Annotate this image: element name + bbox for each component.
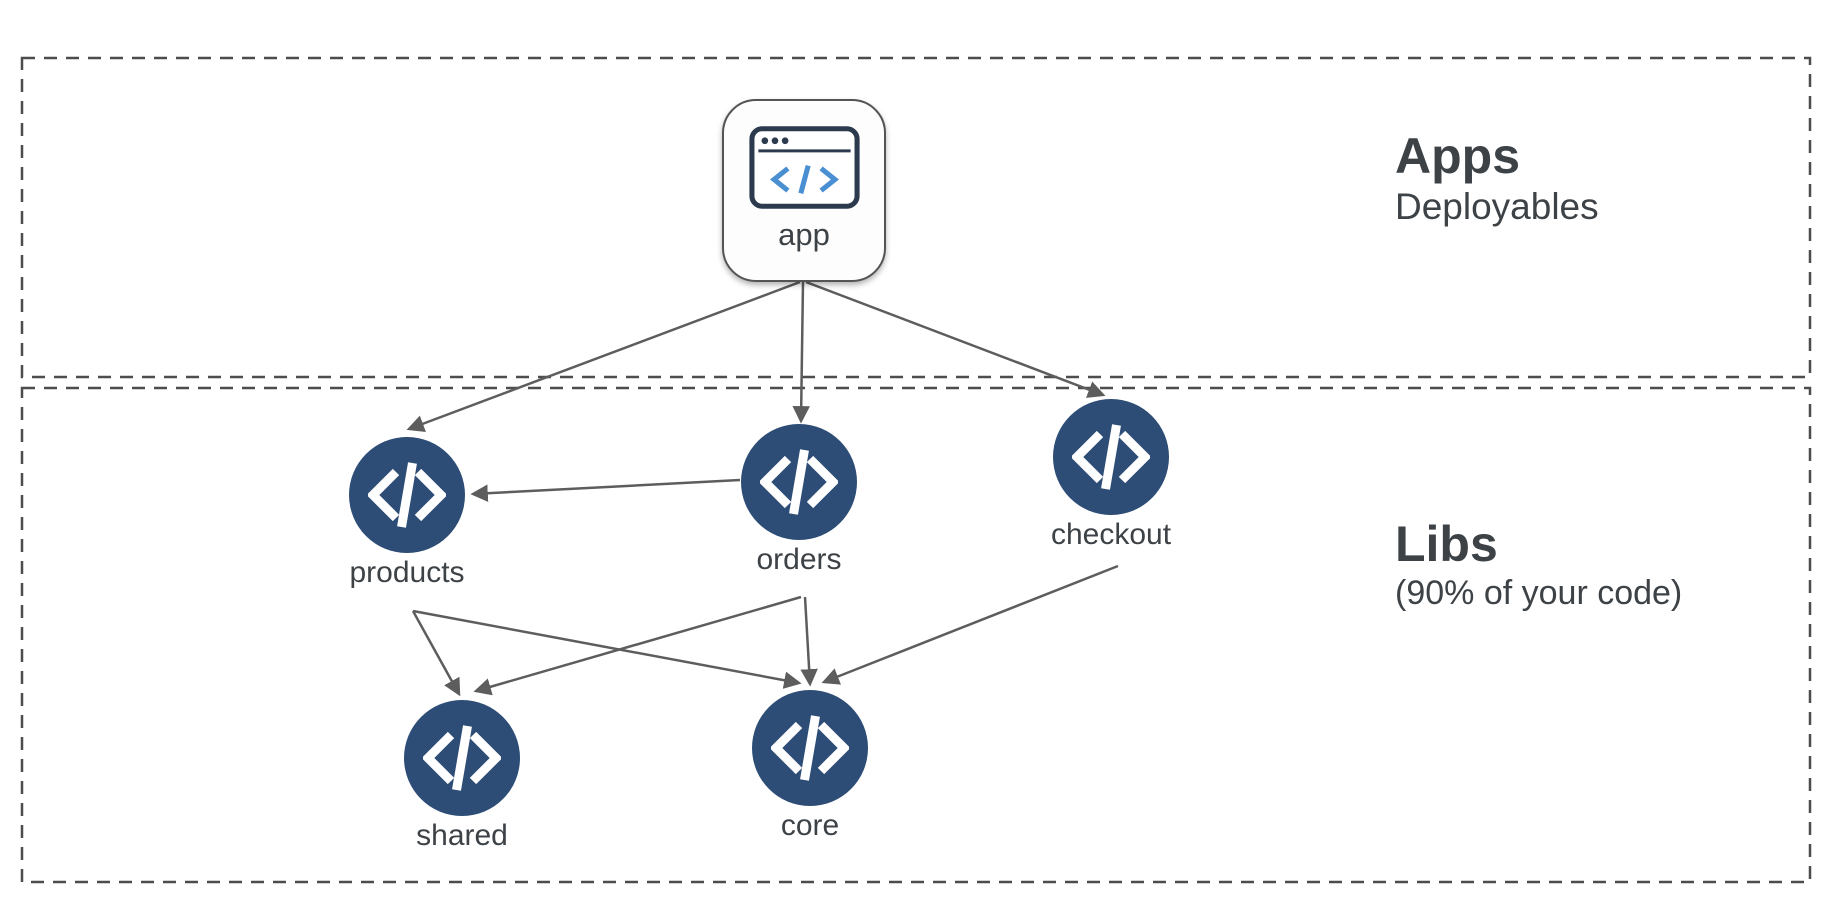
edge-app-checkout [805, 280, 1106, 398]
node-label-orders: orders [756, 543, 842, 576]
node-circle [752, 690, 868, 806]
libs-zone-border [20, 386, 1812, 884]
edge-checkout-core [821, 564, 1119, 685]
node-circle [404, 700, 520, 816]
edge-orders-products [470, 478, 741, 502]
node-circle [349, 437, 465, 553]
node-circle [1053, 399, 1169, 515]
node-label-shared: shared [416, 819, 508, 852]
code-icon [423, 725, 501, 791]
edge-app-orders [792, 281, 810, 424]
libs-zone-label: Libs (90% of your code) [1395, 516, 1682, 615]
node-core: core [752, 690, 868, 841]
node-products: products [349, 437, 465, 588]
code-icon [771, 715, 849, 781]
edge-app-products [406, 280, 801, 432]
edge-products-core [412, 609, 802, 689]
node-label-core: core [780, 809, 840, 842]
libs-zone-title: Libs [1395, 516, 1498, 572]
edge-products-shared [411, 610, 461, 697]
apps-zone-subtitle: Deployables [1395, 186, 1599, 227]
edge-orders-shared [473, 595, 802, 696]
node-orders: orders [741, 424, 857, 575]
node-label-app: app [778, 217, 830, 252]
code-icon [760, 449, 838, 515]
node-circle [741, 424, 857, 540]
browser-code-icon [748, 126, 860, 209]
libs-zone-subtitle: (90% of your code) [1395, 574, 1683, 612]
apps-zone-label: Apps Deployables [1395, 128, 1599, 230]
node-label-checkout: checkout [1050, 518, 1172, 551]
node-app: app [722, 99, 886, 282]
edge-orders-core [800, 596, 818, 687]
node-shared: shared [404, 700, 520, 851]
apps-zone-title: Apps [1395, 128, 1520, 184]
node-checkout: checkout [1051, 399, 1171, 550]
code-icon [368, 462, 446, 528]
code-icon [1072, 424, 1150, 490]
node-label-products: products [349, 556, 465, 589]
